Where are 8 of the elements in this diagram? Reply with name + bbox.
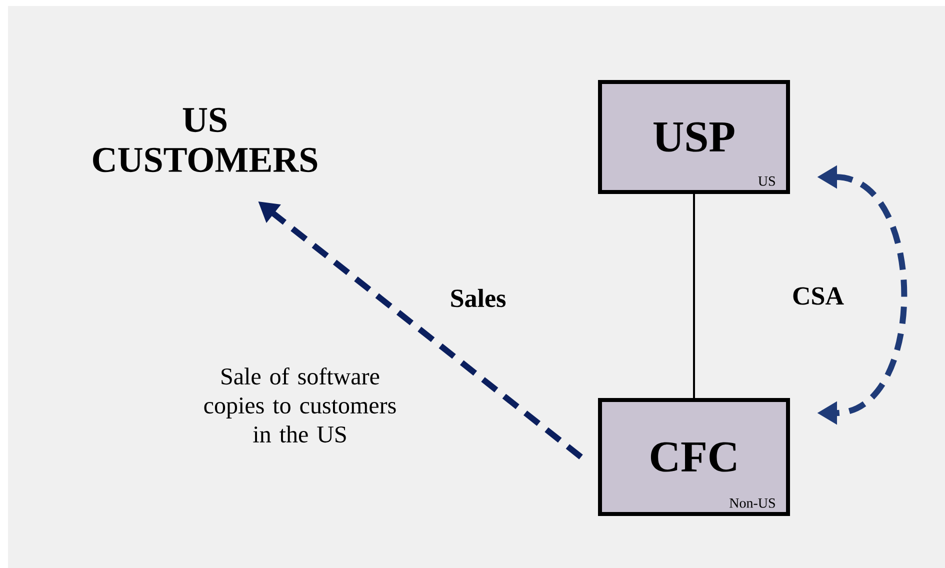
entity-box: CFC Non-US: [598, 398, 790, 516]
node-title: US CUSTOMERS: [93, 108, 318, 172]
entity-box: USP US: [598, 80, 790, 194]
note-text: Sale of software copies to customers in the US: [204, 367, 396, 443]
box-tag: Non-US: [730, 498, 775, 508]
box-tag: US: [758, 176, 775, 186]
edge-label: CSA: [790, 285, 846, 307]
edge-label: Sales: [448, 286, 508, 310]
